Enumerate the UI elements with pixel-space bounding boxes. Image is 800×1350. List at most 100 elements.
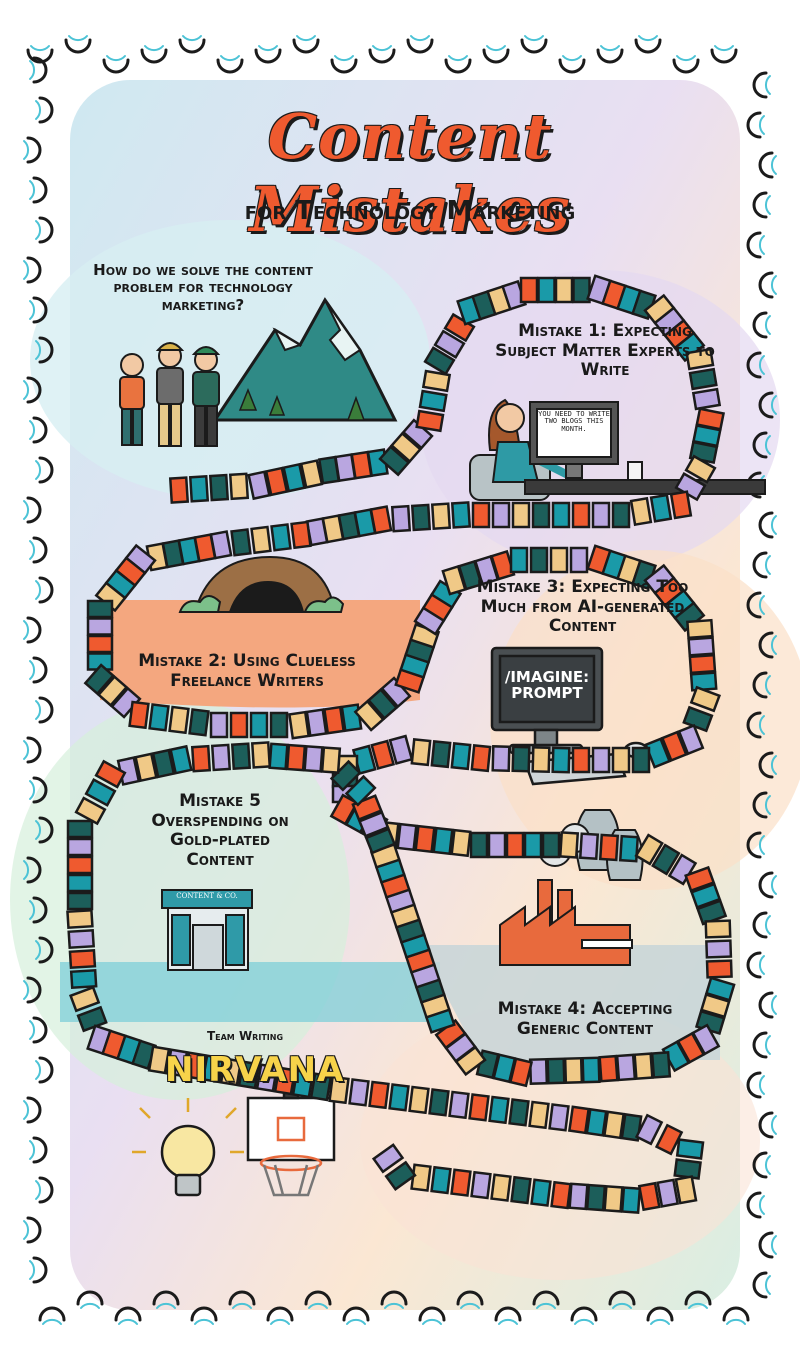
cloud-scallop <box>752 791 768 819</box>
cloud-scallop-shadow <box>758 955 765 975</box>
cloud-scallop <box>672 58 700 74</box>
path-tile <box>585 1107 608 1137</box>
path-tile <box>250 741 272 769</box>
cloud-scallop-shadow <box>758 115 765 135</box>
cloud-scallop <box>456 1290 484 1306</box>
path-tile <box>705 939 733 959</box>
cloud-scallop-shadow <box>23 1100 30 1120</box>
path-tile <box>531 746 551 774</box>
cloud-scallop <box>26 736 42 764</box>
path-tile <box>408 1085 430 1115</box>
cloud-scallop <box>746 1191 762 1219</box>
cloud-scallop <box>304 1290 332 1306</box>
cloud-scallop <box>722 1306 750 1322</box>
path-tile <box>68 985 101 1013</box>
cloud-scallop <box>710 48 738 64</box>
path-tile <box>66 891 94 911</box>
path-tile <box>94 759 127 789</box>
path-tile <box>511 501 531 529</box>
path-tile <box>510 1175 532 1205</box>
cloud-scallop-shadow <box>764 675 771 695</box>
cloud-scallop-shadow <box>29 300 36 320</box>
cloud-scallop-shadow <box>372 45 392 52</box>
path-tile <box>546 1057 566 1085</box>
path-tile <box>689 671 718 692</box>
path-tile <box>270 523 292 552</box>
path-tile <box>603 1184 624 1213</box>
mountain-illustration <box>212 297 398 422</box>
cloud-scallop <box>634 38 662 54</box>
path-tile <box>291 1069 315 1099</box>
cloud-scallop <box>26 856 42 884</box>
path-tile <box>410 1163 432 1192</box>
path-tile <box>190 744 212 773</box>
path-tile <box>567 1105 591 1135</box>
cloud-scallop <box>26 48 54 64</box>
path-tile <box>368 1080 390 1110</box>
path-tile <box>430 1165 452 1195</box>
cloud-scallop-shadow <box>524 35 544 42</box>
path-tile <box>396 822 418 852</box>
path-tile <box>290 520 312 550</box>
cloud-scallop-shadow <box>460 1302 480 1309</box>
path-tile <box>188 475 210 503</box>
cloud-scallop-shadow <box>106 55 126 62</box>
path-tile <box>450 741 472 771</box>
cloud-scallop-shadow <box>29 780 36 800</box>
cloud-border <box>23 35 777 1325</box>
path-tile <box>691 387 722 411</box>
path-tile <box>618 834 640 863</box>
path-tile <box>578 832 600 860</box>
cloud-scallop <box>758 871 774 899</box>
cloud-scallop-shadow <box>536 1302 556 1309</box>
cloud-scallop-shadow <box>688 1302 708 1309</box>
path-tile <box>508 1098 530 1127</box>
path-tile <box>470 743 492 773</box>
path-tile <box>388 734 414 765</box>
path-tile <box>353 699 385 732</box>
path-tile <box>209 711 229 739</box>
path-tile <box>509 546 529 574</box>
path-tile <box>423 346 456 376</box>
path-tile <box>611 746 631 774</box>
cloud-scallop-shadow <box>600 45 620 52</box>
cloud-scallop <box>752 911 768 939</box>
cloud-scallop-shadow <box>770 635 777 655</box>
path-tile <box>611 501 631 529</box>
cloud-scallop <box>190 1306 218 1322</box>
path-tile <box>151 748 176 779</box>
cave-illustration <box>100 555 420 708</box>
cloud-scallop <box>38 216 54 244</box>
cloud-scallop <box>38 1056 54 1084</box>
path-tile <box>551 746 571 774</box>
cloud-scallop <box>558 58 586 74</box>
cloud-scallop-shadow <box>156 1302 176 1309</box>
cloud-scallop <box>26 136 42 164</box>
path-tile <box>384 1160 417 1192</box>
path-tile <box>168 476 190 504</box>
cloud-scallop <box>266 1306 294 1322</box>
cloud-scallop-shadow <box>770 1235 777 1255</box>
cloud-scallop-shadow <box>182 35 202 42</box>
cloud-scallop-shadow <box>35 1060 42 1080</box>
cloud-scallop <box>216 58 244 74</box>
cloud-scallop-shadow <box>486 45 506 52</box>
cloud-scallop-shadow <box>35 220 42 240</box>
path-tile <box>554 276 574 304</box>
cloud-scallop-shadow <box>35 100 42 120</box>
cloud-scallop-shadow <box>346 1318 366 1325</box>
cloud-scallop <box>570 1306 598 1322</box>
goal-title: NIRVANA <box>165 1050 345 1090</box>
cloud-scallop <box>482 48 510 64</box>
store-sign: CONTENT & CO. <box>176 892 238 900</box>
path-tile <box>684 865 716 893</box>
page-subtitle: for Technology Marketing <box>244 196 576 226</box>
path-tile <box>414 824 436 854</box>
path-tile <box>168 705 190 735</box>
path-tile <box>69 968 98 990</box>
path-tile <box>519 276 539 304</box>
cloud-scallop <box>752 431 768 459</box>
path-tile <box>320 746 342 774</box>
path-tile <box>469 831 489 859</box>
